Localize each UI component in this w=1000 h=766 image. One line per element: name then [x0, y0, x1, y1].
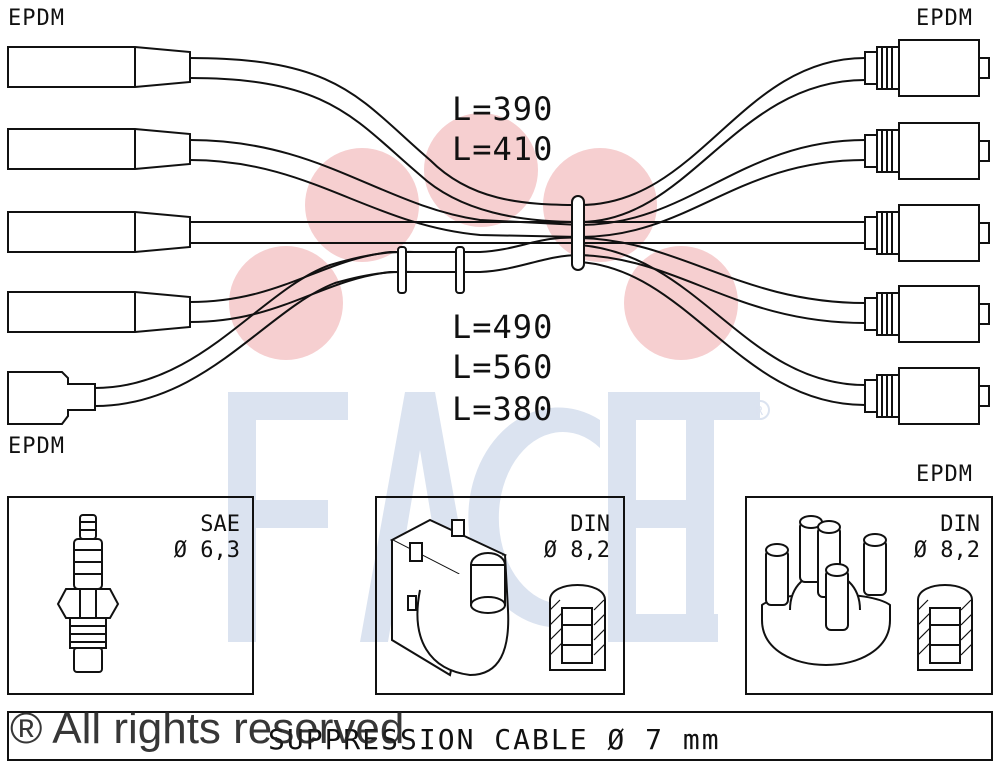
- right-boots: [864, 39, 990, 425]
- spark-plug-box: [7, 496, 254, 695]
- watermark-petal-1: [229, 246, 343, 360]
- clip-2: [455, 246, 465, 294]
- watermark-petal-2: [305, 148, 419, 262]
- spark-plug-diameter: Ø 6,3: [173, 538, 240, 563]
- copyright-notice: ® All rights reserved: [10, 704, 405, 753]
- clip-3: [571, 195, 585, 271]
- length-label-4: L=560: [452, 348, 554, 386]
- epdm-label-top-right: EPDM: [916, 6, 973, 31]
- distributor-cap-illustration: [761, 515, 891, 666]
- coil-diameter: Ø 8,2: [543, 538, 610, 563]
- coil-spec: DIN Ø 8,2: [520, 512, 610, 564]
- clip-1: [397, 246, 407, 294]
- left-boots: [7, 46, 191, 425]
- watermark-petal-3: [424, 113, 538, 227]
- epdm-label-mid-left: EPDM: [8, 434, 65, 459]
- coil-terminal-cutaway: [549, 584, 606, 671]
- left-boot-2: [7, 128, 191, 170]
- length-label-2: L=410: [452, 130, 554, 168]
- cable-4: [189, 236, 866, 304]
- distributor-diameter: Ø 8,2: [913, 538, 980, 563]
- epdm-label-top-left: EPDM: [8, 6, 65, 31]
- length-label-5: L=380: [452, 390, 554, 428]
- left-boot-3: [7, 211, 191, 253]
- right-boot-2: [864, 122, 990, 180]
- caption-box: [7, 711, 993, 761]
- left-boot-1: [7, 46, 191, 88]
- cable-1: [189, 57, 866, 207]
- length-label-1: L=390: [452, 90, 554, 128]
- length-label-3: L=490: [452, 308, 554, 346]
- coil-box: [375, 496, 625, 695]
- distributor-spec: DIN Ø 8,2: [890, 512, 980, 564]
- left-boot-4: [7, 291, 191, 333]
- distributor-box: [745, 496, 993, 695]
- svg-text:R: R: [755, 404, 763, 418]
- right-boot-5: [864, 367, 990, 425]
- spark-plug-illustration: [56, 514, 120, 673]
- coil-illustration: [389, 518, 510, 677]
- cable-clips: [397, 195, 585, 294]
- epdm-label-mid-right: EPDM: [916, 462, 973, 487]
- coil-standard: DIN: [570, 512, 610, 537]
- left-boot-coil: [7, 371, 96, 425]
- suppression-cable-caption: SUPPRESSION CABLE Ø 7 mm: [268, 723, 721, 756]
- cable-5: [94, 250, 421, 389]
- distributor-standard: DIN: [940, 512, 980, 537]
- spec-boxes: [7, 496, 993, 695]
- spark-plug-standard: SAE: [200, 512, 240, 537]
- right-boot-1: [864, 39, 990, 97]
- right-boot-4: [864, 285, 990, 343]
- right-boot-3: [864, 204, 990, 262]
- spark-plug-spec: SAE Ø 6,3: [150, 512, 240, 564]
- distributor-terminal-cutaway: [917, 584, 973, 671]
- watermark-petal-5: [624, 246, 738, 360]
